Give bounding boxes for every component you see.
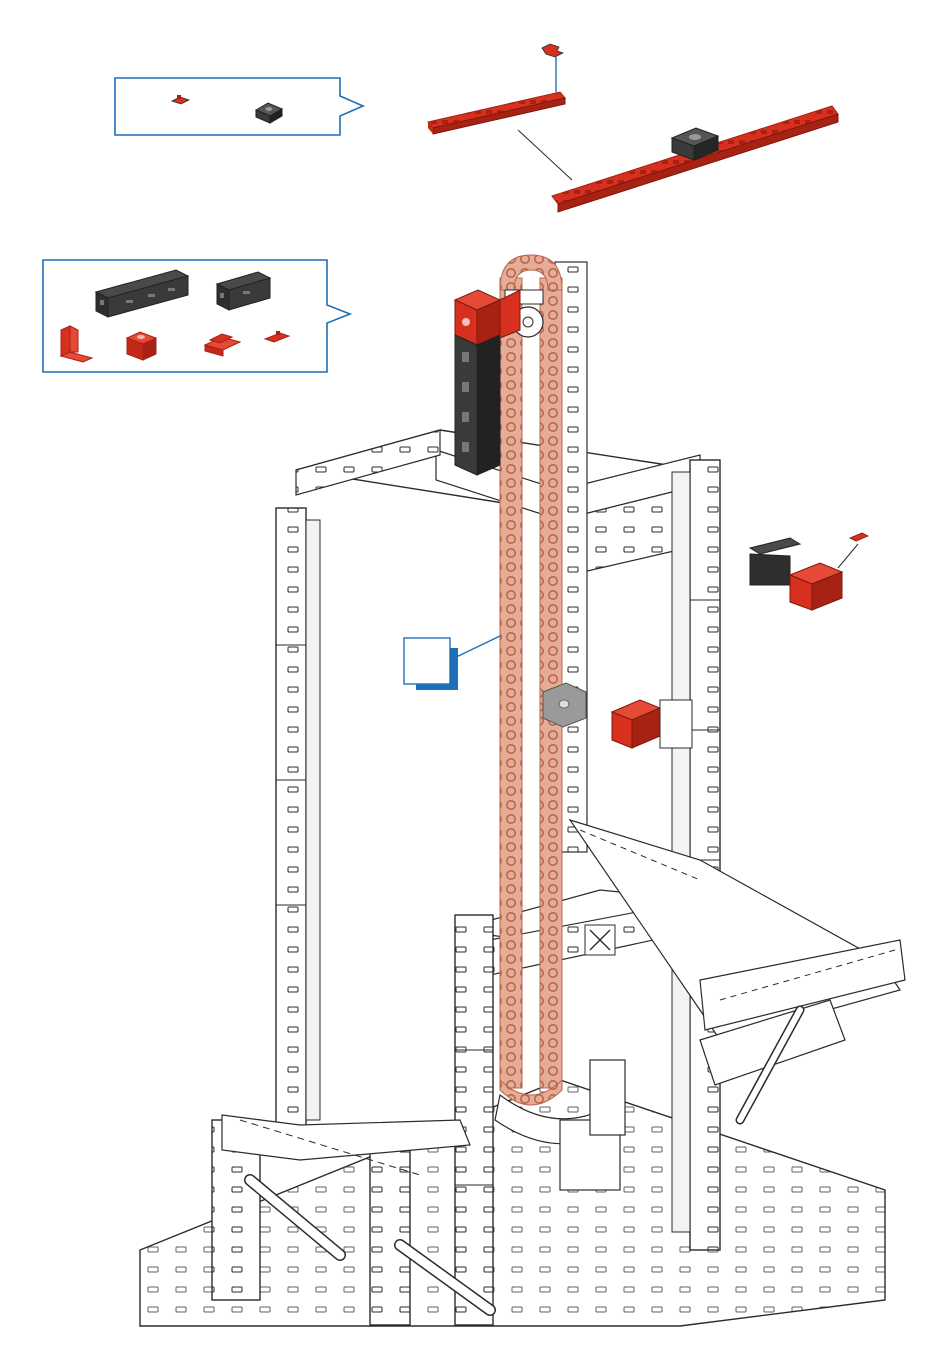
drive-chain [500,255,562,1105]
gray-building-plate [543,683,586,727]
black-red-mount-right [750,533,868,610]
front-center-column [455,915,493,1325]
parts-callout-middle [43,260,350,372]
step-number-box [404,636,500,690]
red-rack-assembly-long [552,106,838,212]
red-block-mount-middle [612,700,692,748]
parts-callout-top [115,78,363,135]
left-tower-column [276,508,320,1128]
red-building-block-icon [127,332,156,360]
red-rack-assembly-short [428,44,565,134]
